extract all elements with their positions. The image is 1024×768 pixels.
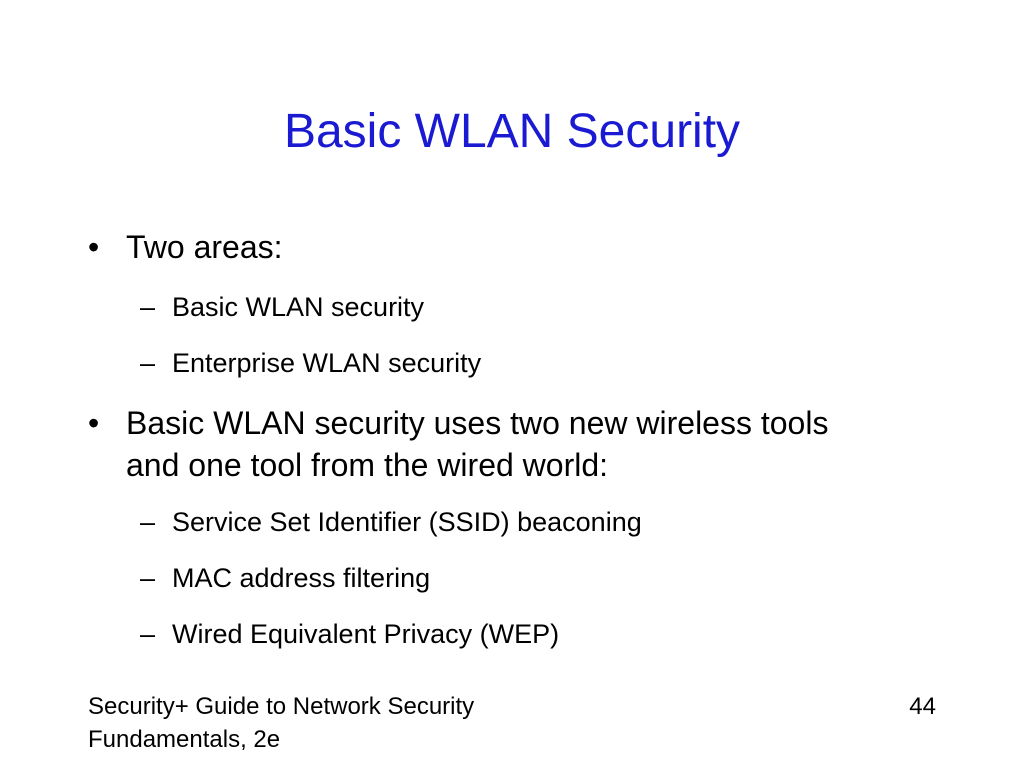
bullet-continuation: and one tool from the wired world: xyxy=(126,444,608,486)
sub-bullet-item: – Wired Equivalent Privacy (WEP) xyxy=(140,617,560,651)
bullet-text-line-1: Basic WLAN security uses two new wireles… xyxy=(126,405,829,441)
bullet-text-line-2: and one tool from the wired world: xyxy=(126,447,609,483)
sub-bullet-text: Wired Equivalent Privacy (WEP) xyxy=(172,619,560,649)
slide-title: Basic WLAN Security xyxy=(283,105,741,158)
sub-bullet-item: – MAC address filtering xyxy=(140,561,431,595)
bullet-marker: • xyxy=(88,229,100,265)
sub-bullet-marker: – xyxy=(140,507,156,537)
sub-bullet-marker: – xyxy=(140,619,156,649)
footer-line-2: Fundamentals, 2e xyxy=(88,726,281,753)
bullet-text: Two areas: xyxy=(126,229,283,265)
footer-source: Security+ Guide to Network Security Fund… xyxy=(88,690,608,756)
sub-bullet-marker: – xyxy=(140,292,156,322)
footer-line-1: Security+ Guide to Network Security xyxy=(88,693,475,720)
sub-bullet-item: – Service Set Identifier (SSID) beaconin… xyxy=(140,505,642,539)
sub-bullet-marker: – xyxy=(140,348,156,378)
sub-bullet-item: – Basic WLAN security xyxy=(140,290,425,324)
sub-bullet-marker: – xyxy=(140,563,156,593)
bullet-item: • Basic WLAN security uses two new wirel… xyxy=(88,402,829,444)
bullet-marker: • xyxy=(88,405,100,441)
sub-bullet-text: Service Set Identifier (SSID) beaconing xyxy=(172,507,642,537)
sub-bullet-text: Basic WLAN security xyxy=(172,292,425,322)
page-number: 44 xyxy=(909,693,936,720)
sub-bullet-item: – Enterprise WLAN security xyxy=(140,346,482,380)
sub-bullet-text: MAC address filtering xyxy=(172,563,431,593)
sub-bullet-text: Enterprise WLAN security xyxy=(172,348,482,378)
bullet-item: • Two areas: xyxy=(88,226,283,268)
